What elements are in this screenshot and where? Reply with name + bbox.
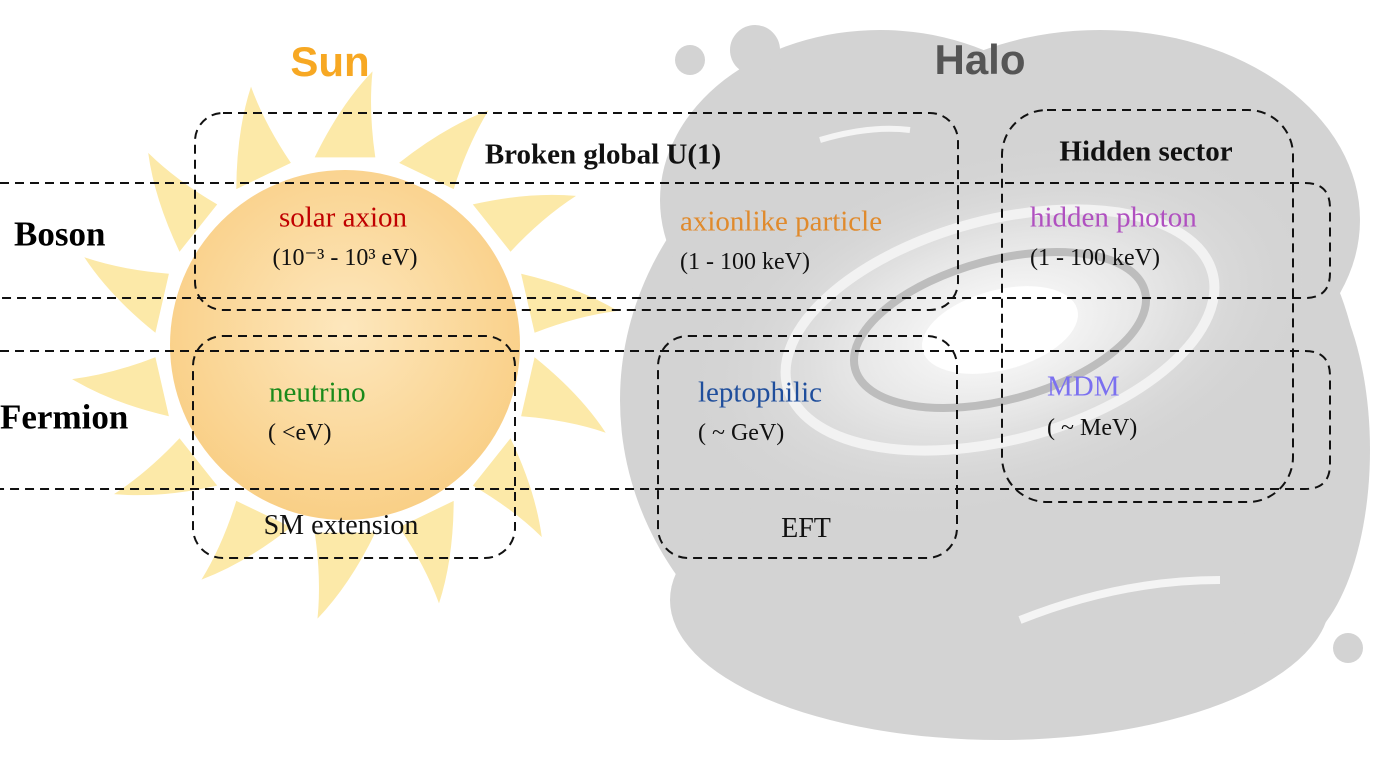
sm-extension-label: SM extension	[263, 510, 419, 541]
alp-range: (1 - 100 keV)	[680, 249, 810, 275]
broken-u1-box	[194, 112, 959, 311]
neutrino-name: neutrino	[269, 376, 366, 409]
solar-axion-name: solar axion	[278, 201, 408, 234]
mdm-name: MDM	[1047, 370, 1120, 403]
sun-ray	[521, 273, 618, 333]
sun-ray	[72, 357, 169, 417]
sun-ray	[236, 86, 291, 190]
sun-icon	[170, 170, 520, 520]
alp-name: axionlike particle	[680, 205, 883, 238]
neutrino-range: ( <eV)	[268, 420, 332, 446]
sun-ray	[399, 500, 454, 604]
sun-ray	[148, 152, 218, 252]
hidden-sector-label: Hidden sector	[1059, 135, 1233, 168]
hidden-photon-name: hidden photon	[1030, 201, 1197, 234]
sun-ray	[472, 438, 542, 538]
boson-row-box	[0, 182, 1331, 299]
galaxy-icon	[677, 125, 1323, 624]
sun-ray	[314, 71, 376, 158]
hidden-sector-box	[1001, 109, 1294, 503]
eft-label: EFT	[781, 513, 831, 544]
sun-ray	[114, 438, 218, 496]
sun-ray	[201, 500, 291, 580]
fermion-row-label: Fermion	[0, 397, 129, 437]
sun-ray	[472, 194, 576, 252]
boson-row-label: Boson	[14, 214, 106, 254]
eft-box	[657, 335, 958, 559]
halo-title: Halo	[934, 36, 1026, 83]
sun-ray	[521, 357, 606, 433]
solar-axion-range: (10⁻³ - 10³ eV)	[272, 245, 418, 271]
sun-ray	[84, 257, 169, 333]
sun-ray	[314, 532, 376, 619]
leptophilic-range: ( ~ GeV)	[698, 420, 785, 446]
leptophilic-name: leptophilic	[698, 376, 823, 409]
sun-rays	[72, 71, 618, 619]
mdm-range: ( ~ MeV)	[1047, 415, 1138, 441]
broken-u1-label: Broken global U(1)	[484, 138, 722, 171]
fermion-row-box	[0, 350, 1331, 490]
sun-title: Sun	[290, 38, 370, 85]
sun-ray	[399, 110, 489, 190]
sm-extension-box	[192, 335, 516, 559]
hidden-photon-range: (1 - 100 keV)	[1030, 245, 1160, 271]
